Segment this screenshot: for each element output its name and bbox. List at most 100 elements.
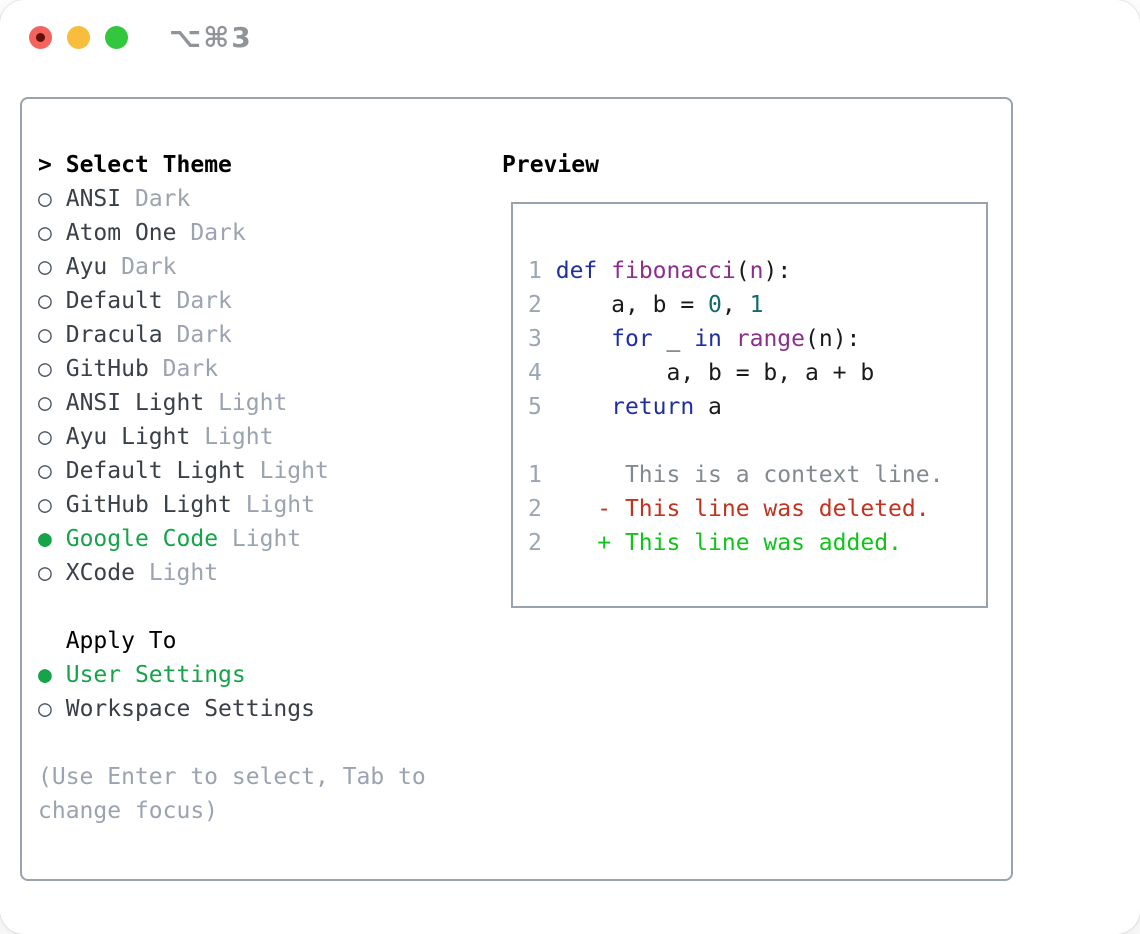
code-token: return <box>611 394 695 420</box>
theme-variant-badge: Light <box>231 526 302 552</box>
radio-unselected-icon: ○ <box>38 390 52 416</box>
theme-variant-badge: Light <box>259 458 329 484</box>
code-token: , <box>721 292 750 318</box>
theme-variant-badge: Dark <box>162 356 219 382</box>
code-line: 2 a, b = 0, 1 <box>528 288 986 322</box>
apply-option-label: User Settings <box>65 662 246 688</box>
theme-item-github-light[interactable]: ○ GitHub Light Light <box>38 488 488 522</box>
radio-unselected-icon: ○ <box>38 220 52 246</box>
text <box>177 220 191 246</box>
diff-text: - This line was deleted. <box>541 496 930 522</box>
radio-unselected-icon: ○ <box>38 254 52 280</box>
theme-variant-badge: Light <box>148 560 219 586</box>
line-number: 5 <box>528 394 542 420</box>
theme-item-atom-one[interactable]: ○ Atom One Dark <box>38 216 488 250</box>
help-text-line-2: change focus) <box>38 798 219 824</box>
diff-text: + This line was added. <box>541 530 902 556</box>
apply-option-label: Workspace Settings <box>65 696 315 722</box>
text <box>204 390 218 416</box>
line-number: 1 <box>528 258 542 284</box>
text <box>52 526 66 552</box>
text <box>52 696 66 722</box>
close-button[interactable] <box>29 26 52 49</box>
text <box>52 322 66 348</box>
line-number: 3 <box>528 326 542 352</box>
text <box>542 360 556 386</box>
theme-name: Ayu <box>65 254 108 280</box>
code-token: n <box>749 258 764 284</box>
code-token: 0 <box>708 292 722 318</box>
text <box>246 458 260 484</box>
code-token: ( <box>735 258 750 284</box>
text <box>52 458 66 484</box>
theme-item-ayu-light[interactable]: ○ Ayu Light Light <box>38 420 488 454</box>
radio-unselected-icon: ○ <box>38 492 52 518</box>
theme-item-ansi[interactable]: ○ ANSI Dark <box>38 182 488 216</box>
theme-item-github[interactable]: ○ GitHub Dark <box>38 352 488 386</box>
maximize-button[interactable] <box>105 26 128 49</box>
diff-preview: 1 This is a context line.2 - This line w… <box>528 458 986 560</box>
text <box>149 356 163 382</box>
code-token <box>556 394 611 420</box>
text <box>542 326 556 352</box>
line-number: 1 <box>528 462 542 488</box>
theme-name: Ayu Light <box>65 424 191 450</box>
text <box>52 220 66 246</box>
text <box>121 186 135 212</box>
theme-variant-badge: Light <box>204 424 274 450</box>
theme-name: Default Light <box>65 458 246 484</box>
select-theme-header: > Select Theme <box>38 148 488 182</box>
line-number: 4 <box>528 360 542 386</box>
text <box>52 560 66 586</box>
radio-selected-icon: ● <box>38 662 52 688</box>
theme-variant-badge: Light <box>245 492 315 518</box>
theme-name: Atom One <box>65 220 177 246</box>
theme-selector-column: > Select Theme ○ ANSI Dark○ Atom One Dar… <box>38 148 488 828</box>
theme-item-default-light[interactable]: ○ Default Light Light <box>38 454 488 488</box>
theme-name: GitHub Light <box>65 492 232 518</box>
code-token: a, b = b, a + b <box>555 360 875 386</box>
code-token <box>597 258 611 284</box>
preview-header: Preview <box>502 152 599 178</box>
theme-name: XCode <box>65 560 135 586</box>
theme-item-ayu[interactable]: ○ Ayu Dark <box>38 250 488 284</box>
window-title: ⌥⌘3 <box>169 21 253 54</box>
diff-line-deleted: 2 - This line was deleted. <box>528 492 986 526</box>
line-number: 2 <box>528 496 542 522</box>
line-number: 2 <box>528 530 542 556</box>
theme-item-dracula[interactable]: ○ Dracula Dark <box>38 318 488 352</box>
theme-item-ansi-light[interactable]: ○ ANSI Light Light <box>38 386 488 420</box>
help-text-line-1: (Use Enter to select, Tab to <box>38 764 426 790</box>
code-token <box>722 326 736 352</box>
code-token: a <box>694 394 722 420</box>
theme-item-default[interactable]: ○ Default Dark <box>38 284 488 318</box>
theme-variant-badge: Light <box>218 390 288 416</box>
theme-item-google-code[interactable]: ● Google Code Light <box>38 522 488 556</box>
code-token: for <box>611 326 653 352</box>
apply-option-user-settings[interactable]: ● User Settings <box>38 658 488 692</box>
theme-variant-badge: Dark <box>134 186 191 212</box>
radio-unselected-icon: ○ <box>38 322 52 348</box>
spacer <box>528 424 986 458</box>
theme-name: Dracula <box>65 322 163 348</box>
text <box>52 424 66 450</box>
theme-name: ANSI <box>65 186 122 212</box>
radio-unselected-icon: ○ <box>38 424 52 450</box>
spacer <box>38 726 488 760</box>
theme-item-xcode[interactable]: ○ XCode Light <box>38 556 488 590</box>
text <box>542 258 556 284</box>
code-token: ): <box>763 258 792 284</box>
code-line: 3 for _ in range(n): <box>528 322 986 356</box>
theme-name: Default <box>65 288 163 314</box>
text <box>218 526 232 552</box>
minimize-button[interactable] <box>67 26 90 49</box>
code-token: range <box>735 326 806 352</box>
code-line: 5 return a <box>528 390 986 424</box>
spacer <box>38 590 488 624</box>
code-token: def <box>555 258 598 284</box>
apply-option-workspace-settings[interactable]: ○ Workspace Settings <box>38 692 488 726</box>
text <box>135 560 149 586</box>
radio-unselected-icon: ○ <box>38 288 52 314</box>
